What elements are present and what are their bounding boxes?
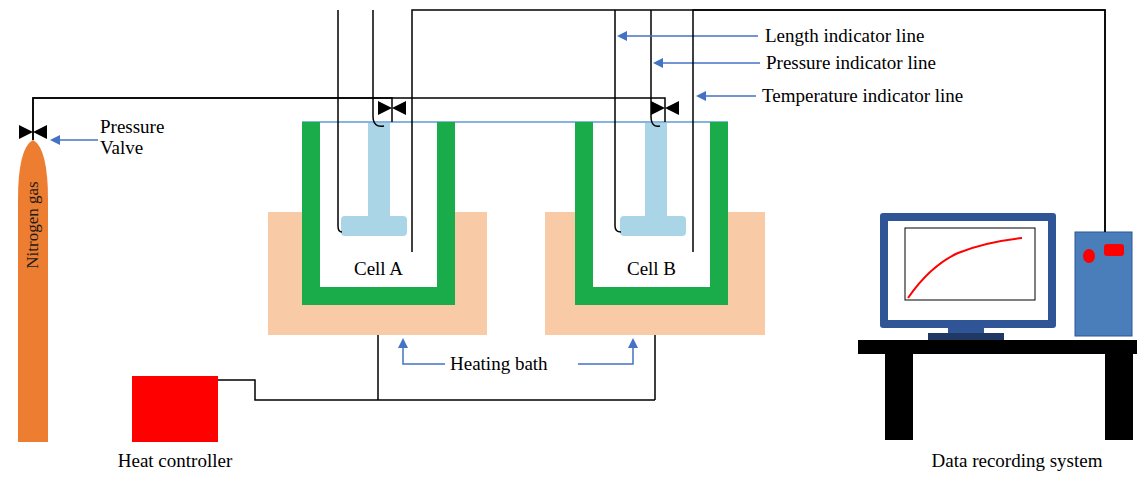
temperature-line xyxy=(411,122,413,252)
computer-tower xyxy=(1075,232,1132,336)
cell-node: Cell B xyxy=(575,122,728,305)
heat-controller-box xyxy=(132,376,218,442)
pipe-connector xyxy=(33,98,392,140)
cell-wall xyxy=(575,122,728,305)
tower-drive xyxy=(1104,244,1124,256)
callout-label: Pressure Valve xyxy=(100,116,180,158)
temperature-line xyxy=(692,122,694,252)
cylinder-node: Nitrogen gas xyxy=(16,140,50,442)
callout-label: Pressure indicator line xyxy=(766,52,936,73)
callout-label: Heating bath xyxy=(450,353,548,374)
monitor-screen xyxy=(888,221,1048,320)
lid-line xyxy=(302,121,728,123)
cell-interior xyxy=(593,122,710,287)
desk-top xyxy=(858,340,1137,354)
node-text: Heat controller xyxy=(118,450,232,472)
callout-arrow xyxy=(52,139,98,141)
probe-plate xyxy=(620,216,686,236)
callout-label: Length indicator line xyxy=(765,25,924,46)
node-text: Nitrogen gas xyxy=(22,181,44,268)
probe-rod xyxy=(645,123,667,219)
callout-arrow xyxy=(698,95,756,97)
length-line xyxy=(615,10,621,232)
probe-rod xyxy=(368,123,390,219)
node-text: Data recording system xyxy=(932,450,1103,472)
plot-box xyxy=(905,228,1035,300)
callout-arrow xyxy=(619,35,758,37)
length-line xyxy=(338,10,342,232)
node-text: Cell B xyxy=(627,258,676,280)
callout-label: Temperature indicator line xyxy=(762,85,963,106)
cylinder-body xyxy=(18,140,48,442)
desk-leg xyxy=(885,354,913,440)
controller-node: Heat controller xyxy=(95,376,255,478)
pipe-connector xyxy=(412,10,1105,232)
desk-leg xyxy=(1105,354,1133,440)
indicator-lines xyxy=(338,10,693,252)
monitor-base xyxy=(928,333,1004,340)
tower-button xyxy=(1083,249,1095,263)
cell-wall xyxy=(302,122,455,305)
callout-arrow xyxy=(655,62,760,64)
node-text: Cell A xyxy=(354,258,403,280)
callout-arrows xyxy=(52,36,760,364)
pipe-connector xyxy=(693,10,1105,232)
computer-node: Data recording system xyxy=(880,232,1137,478)
plot-curve xyxy=(908,238,1022,298)
heater-wire xyxy=(218,335,655,400)
callout-arrow xyxy=(403,340,445,364)
cell-node: Cell A xyxy=(302,122,455,305)
callout-arrow xyxy=(578,340,633,364)
probe-plate xyxy=(341,216,407,236)
monitor-frame xyxy=(880,213,1056,328)
